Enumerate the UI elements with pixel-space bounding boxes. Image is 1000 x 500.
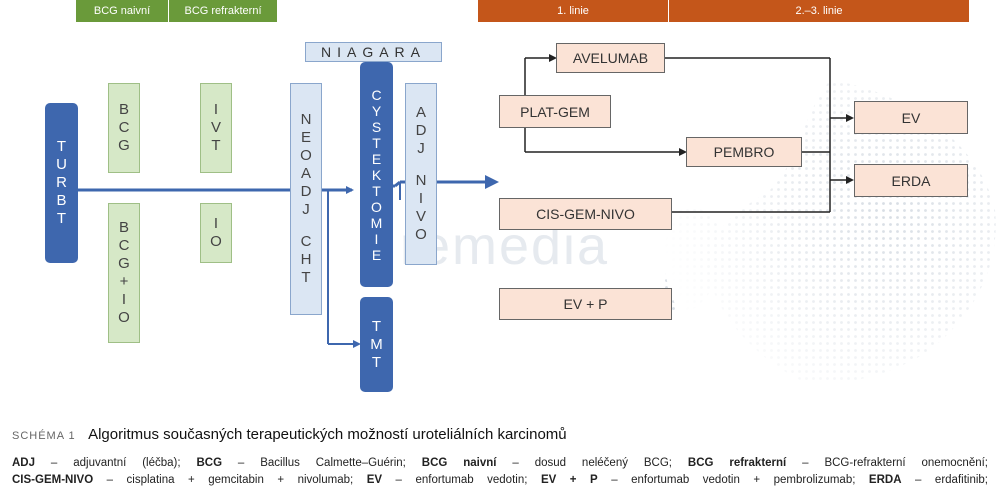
caption-label: SCHÉMA 1 [12, 430, 76, 442]
tab-1-linie: 1. linie [478, 0, 668, 22]
letter: U [56, 156, 67, 173]
letter: A [415, 104, 426, 121]
letter: T [301, 269, 311, 286]
cis-gem-nivo-box: CIS-GEM-NIVO [499, 198, 672, 230]
letter: T [371, 353, 382, 371]
tab-bcg-naivni: BCG naivní [76, 0, 168, 22]
letter: T [211, 137, 221, 154]
letter: N [300, 111, 312, 128]
letter: D [300, 183, 312, 200]
letter: C [118, 119, 130, 136]
niagara-label: NIAGARA [305, 42, 442, 62]
letter: V [415, 208, 426, 225]
letter: S [371, 118, 382, 135]
letter: J [302, 201, 310, 218]
letter: R [56, 174, 67, 191]
letter: M [370, 335, 383, 353]
letter: D [415, 122, 427, 139]
letter: K [371, 166, 382, 183]
legend-term: BCG refrakterní [687, 457, 787, 469]
legend-definition: – Bacillus Calmette–Guérin; [222, 457, 422, 469]
letter: T [371, 317, 382, 335]
letter: T [372, 134, 381, 151]
letter: H [300, 251, 312, 268]
letter: E [371, 246, 382, 263]
letter: E [371, 150, 382, 167]
letter: O [415, 226, 427, 243]
legend-term: ADJ [12, 457, 36, 469]
letter: G [118, 137, 130, 154]
tab-bcg-refrakterni: BCG refrakterní [169, 0, 277, 22]
letter: C [371, 86, 382, 103]
letter: I [418, 190, 424, 207]
legend: ADJ – adjuvantní (léčba); BCG – Bacillus… [12, 455, 988, 500]
erda-box: ERDA [854, 164, 968, 197]
avelumab-box: AVELUMAB [556, 43, 665, 73]
letter: Y [371, 102, 382, 119]
legend-term: ERDA [868, 474, 902, 486]
legend-term: BCG naivní [421, 457, 497, 469]
letter: G [118, 255, 130, 272]
letter: B [118, 219, 129, 236]
legend-term: BCG [196, 457, 223, 469]
letter: O [371, 198, 382, 215]
letter: T [56, 210, 67, 227]
letter: I [213, 215, 219, 232]
letter: N [415, 172, 427, 189]
letter: T [56, 138, 67, 155]
letter: I [213, 101, 219, 118]
legend-line-1: ADJ – adjuvantní (léčba); BCG – Bacillus… [12, 455, 988, 472]
ev-p-box: EV + P [499, 288, 672, 320]
legend-definition: – dosud neléčený BCG; [496, 457, 688, 469]
letter: O [210, 233, 222, 250]
letter: B [118, 101, 129, 118]
plat-gem-box: PLAT-GEM [499, 95, 611, 128]
letter: M [370, 214, 383, 231]
figure-caption: SCHÉMA 1 Algoritmus současných terapeuti… [12, 426, 992, 444]
letter: B [56, 192, 67, 209]
letter: T [372, 182, 381, 199]
letter: E [300, 129, 311, 146]
letter: C [118, 237, 130, 254]
caption-title: Algoritmus současných terapeutických mož… [88, 426, 567, 443]
legend-definition: – adjuvantní (léčba); [35, 457, 197, 469]
letter: I [374, 230, 379, 247]
legend-line-2: CIS-GEM-NIVO – cisplatina + gemcitabin +… [12, 472, 988, 489]
letter: I [121, 291, 127, 308]
letter: O [300, 147, 312, 164]
ev-box: EV [854, 101, 968, 134]
letter: A [300, 165, 311, 182]
legend-definition: – enfortumab vedotin; [382, 474, 541, 486]
legend-definition: – cisplatina + gemcitabin + nivolumab; [93, 474, 367, 486]
letter: V [210, 119, 221, 136]
letter: + [119, 273, 129, 290]
letter: J [417, 140, 425, 157]
legend-term: CIS-GEM-NIVO [12, 474, 94, 486]
legend-definition: – enfortumab vedotin + pembrolizumab; [597, 474, 869, 486]
letter: C [300, 233, 312, 250]
legend-definition: – erdafitinib; [901, 474, 988, 486]
legend-term: EV + P [540, 474, 598, 486]
legend-term: EV [366, 474, 383, 486]
pembro-box: PEMBRO [686, 137, 802, 167]
letter: O [118, 309, 130, 326]
tab-2-3-linie: 2.–3. linie [669, 0, 969, 22]
legend-definition: – BCG-refrakterní onemocnění; [786, 457, 988, 469]
